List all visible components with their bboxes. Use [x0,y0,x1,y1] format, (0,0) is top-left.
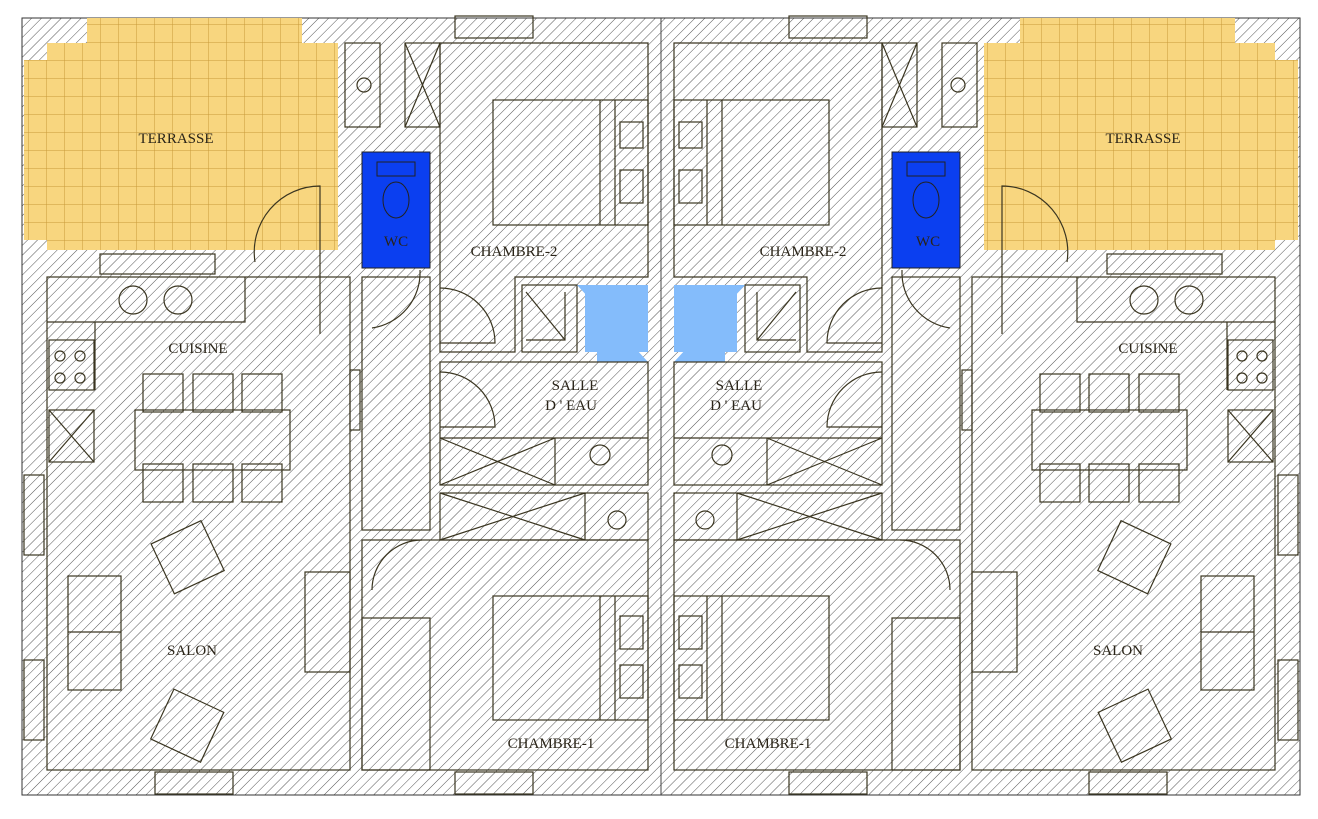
labels-right: TERRASSE WC CHAMBRE-2 SALLE D ' EAU CUIS… [710,131,1180,752]
label-wc: WC [384,234,408,250]
label-deau: D ' EAU [545,398,597,414]
label-salon: SALON [167,643,217,659]
label-chambre-1: CHAMBRE-1 [725,736,812,752]
label-salon: SALON [1093,643,1143,659]
label-cuisine: CUISINE [1118,341,1177,357]
label-deau: D ' EAU [710,398,762,414]
label-salle: SALLE [716,378,763,394]
label-wc: WC [916,234,940,250]
label-chambre-1: CHAMBRE-1 [508,736,595,752]
labels-left: TERRASSE WC CHAMBRE-2 SALLE D ' EAU CUIS… [138,131,598,752]
label-terrasse: TERRASSE [138,131,213,147]
label-chambre-2: CHAMBRE-2 [760,244,847,260]
label-salle: SALLE [552,378,599,394]
label-terrasse: TERRASSE [1105,131,1180,147]
label-chambre-2: CHAMBRE-2 [471,244,558,260]
label-cuisine: CUISINE [168,341,227,357]
